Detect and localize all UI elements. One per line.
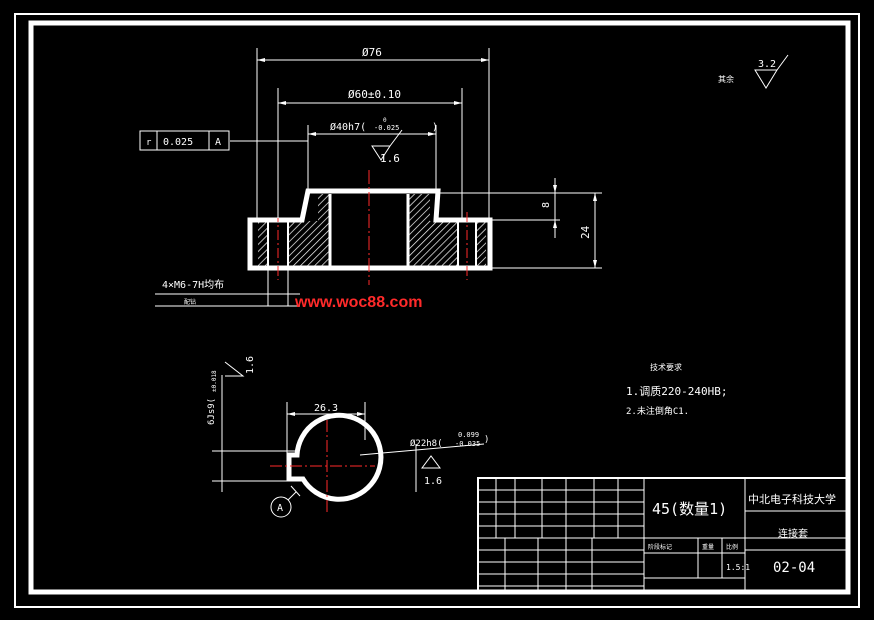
section-view — [247, 170, 493, 285]
roughness-keyway: 1.6 — [224, 356, 256, 377]
title-part-name: 连接套 — [778, 527, 808, 540]
svg-text:1.6: 1.6 — [424, 476, 442, 487]
holes-callout: 4×M6-7H均布 — [162, 279, 224, 291]
dimension-lines — [155, 48, 602, 307]
dim-keyway-6js: 6Js9( — [207, 398, 217, 425]
title-weight-label: 重量 — [702, 543, 714, 551]
dim-d40-close: ) — [432, 122, 438, 133]
svg-text:1.6: 1.6 — [380, 152, 400, 165]
arrowheads — [257, 58, 597, 268]
watermark: www.woc88.com — [294, 294, 422, 311]
dim-d40-tol-bottom: -0.025 — [374, 124, 399, 132]
notes-line-2: 2.未注倒角C1. — [626, 405, 689, 417]
title-scale: 1.5:1 — [726, 563, 750, 572]
title-scale-label: 比例 — [726, 543, 738, 551]
roughness-prefix: 其余 — [718, 74, 734, 84]
dim-diameter-40: Ø40h7( — [330, 121, 366, 133]
tolerance-frame: r 0.025 A — [139, 130, 230, 151]
inner-frame — [28, 20, 851, 595]
roughness-general: 3.2 其余 — [718, 54, 789, 89]
datum-label: A — [277, 503, 283, 514]
notes-title: 技术要求 — [650, 362, 682, 372]
dim-keyway-263: 26.3 — [314, 403, 338, 414]
title-block — [477, 477, 849, 593]
dim-d40-tol-top: 0 — [383, 117, 387, 124]
dim-d22-tol-top: 0.099 — [458, 431, 479, 439]
dim-diameter-22: Ø22h8( — [410, 438, 443, 449]
roughness-shaft: 1.6 — [421, 455, 442, 487]
notes-line-1: 1.调质220-240HB; — [626, 385, 727, 398]
title-school: 中北电子科技大学 — [748, 492, 836, 506]
svg-text:3.2: 3.2 — [758, 59, 776, 70]
holes-sub: 配钻 — [184, 298, 196, 306]
dim-height-8: 8 — [541, 202, 552, 208]
tolerance-symbol: r — [146, 138, 152, 148]
keyway-view — [212, 375, 485, 518]
dim-d22-tol-bottom: -0.035 — [455, 440, 480, 448]
title-material: 45(数量1) — [652, 500, 727, 518]
outer-border — [14, 13, 860, 608]
title-stage-label: 阶段标记 — [648, 543, 672, 551]
dim-height-24: 24 — [579, 225, 592, 239]
tolerance-datum: A — [215, 137, 221, 148]
dim-diameter-60: Ø60±0.10 — [348, 88, 401, 101]
tolerance-value: 0.025 — [163, 137, 193, 148]
dim-d22-close: ) — [484, 435, 489, 445]
svg-text:1.6: 1.6 — [245, 356, 256, 374]
dim-6js-tol: ±0.018 — [211, 370, 218, 392]
dim-diameter-76: Ø76 — [362, 46, 382, 59]
roughness-bore: 1.6 — [371, 129, 403, 165]
title-drawing-no: 02-04 — [773, 560, 815, 576]
